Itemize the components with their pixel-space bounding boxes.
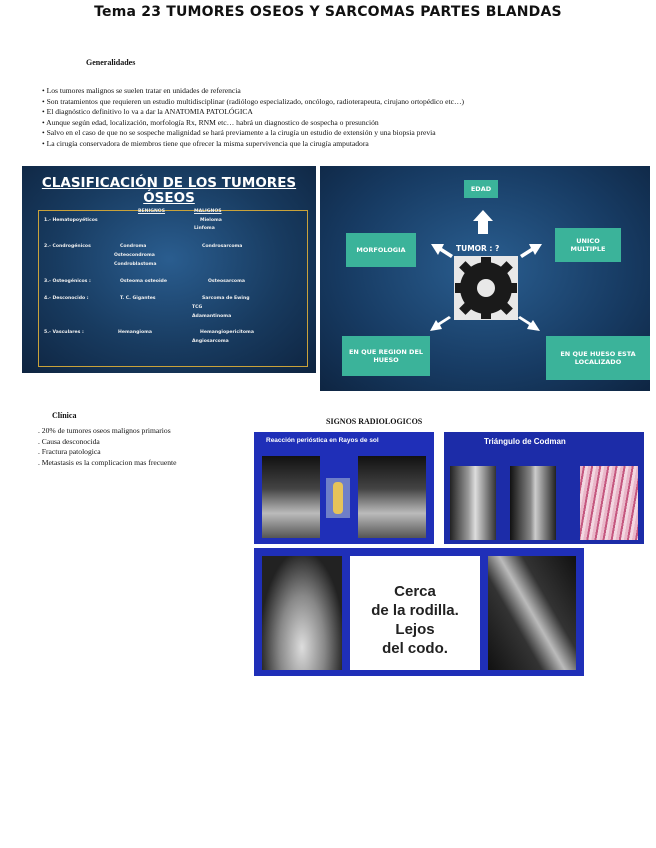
cell-condroblastoma: Condroblastoma [114,262,157,267]
generalidades-list: Los tumores malignos se suelen tratar en… [42,86,602,150]
panel-text-line: Cerca [394,583,436,600]
cell-condroma: Condroma [120,244,147,249]
row-desconocido: 4.- Desconocido : [44,296,89,301]
row-condrogenicos: 2.- Condrogénicos [44,244,91,249]
list-item: Aunque según edad, localización, morfolo… [42,118,602,129]
gear-arrows-diagram [430,210,542,331]
slide-title-line2: ÓSEOS [143,190,195,206]
clinica-list: 20% de tumores oseos malignos primarios … [38,426,177,468]
panel-text-line: de la rodilla. [371,602,459,619]
cell-condrosarcoma: Condrosarcoma [202,244,243,249]
box-hueso-localizado: EN QUE HUESO ESTA LOCALIZADO [546,336,650,380]
list-item: 20% de tumores oseos malignos primarios [38,426,177,437]
row-hematopoyeticos: 1.- Hematopoyéticos [44,218,98,223]
xray-image [262,456,320,538]
slide-title-line1: CLASIFICACIÓN DE LOS TUMORES [41,175,297,191]
xray-image [488,556,576,670]
list-item: Son tratamientos que requieren un estudi… [42,97,602,108]
row-vasculares: 5.- Vasculares : [44,330,84,335]
tumor-label: TUMOR : ? [456,244,500,253]
list-item: La cirugía conservadora de miembros tien… [42,139,602,150]
panel-sunburst-title: Reacción perióstica en Rayos de sol [266,437,379,444]
cell-tc-gigantes: T. C. Gigantes [120,296,156,301]
page-title: Tema 23 TUMORES OSEOS Y SARCOMAS PARTES … [94,4,562,20]
cell-linfoma: Linfoma [194,226,215,231]
classification-slide: CLASIFICACIÓN DE LOS TUMORES ÓSEOS BENIG… [22,166,316,373]
panel-codman: Triángulo de Codman [444,432,644,544]
panel-codman-title: Triángulo de Codman [484,437,566,446]
cell-tcg: TCG [192,305,203,310]
classification-table-frame [38,210,308,367]
panel-text-line: Lejos [395,621,435,638]
cell-osteocondroma: Osteocondroma [114,253,155,258]
list-item: Fractura patologica [38,447,177,458]
cell-hemangioma: Hemangioma [118,330,153,335]
row-osteogenicos: 3.- Osteogénicos : [44,279,91,284]
panel-text-box: Cerca de la rodilla. Lejos del codo. [350,556,480,670]
generalidades-heading: Generalidades [86,58,136,67]
box-morfologia: MORFOLOGIA [346,233,416,267]
signos-heading: SIGNOS RADIOLOGICOS [326,417,423,426]
col-benign-header: BENIGNOS [138,209,166,214]
list-item: El diagnóstico definitivo lo va a dar la… [42,107,602,118]
box-edad: EDAD [464,180,498,198]
xray-image [510,466,556,540]
cell-osteoma-osteoide: Osteoma osteoide [120,279,167,284]
panel-knee-elbow: Cerca de la rodilla. Lejos del codo. [254,548,584,676]
panel-sunburst: Reacción perióstica en Rayos de sol [254,432,434,544]
xray-image [450,466,496,540]
classification-slide-title: CLASIFICACIÓN DE LOS TUMORES ÓSEOS [22,176,316,206]
box-unico-multiple: UNICO MULTIPLE [555,228,621,262]
histology-image [580,466,638,540]
clinica-heading: Clínica [52,411,77,420]
box-region-hueso: EN QUE REGION DEL HUESO [342,336,430,376]
cell-osteosarcoma: Osteosarcoma [208,279,245,284]
xray-image [358,456,426,538]
cell-adamantinoma: Adamantinoma [192,314,232,319]
cell-hemangiopericitoma: Hemangiopericitoma [200,330,254,335]
xray-image [262,556,342,670]
panel-text-line: del codo. [382,640,448,657]
tumor-diagnosis-slide: TUMOR : ? EDAD MORFOLOGIA UNICO MULTIPLE… [320,166,650,391]
list-item: Causa desconocida [38,437,177,448]
gear-icon [454,256,518,320]
cell-sarcoma-ewing: Sarcoma de Ewing [202,296,250,301]
list-item: Salvo en el caso de que no se sospeche m… [42,128,602,139]
cell-angiosarcoma: Angiosarcoma [192,339,229,344]
cell-mieloma: Mieloma [200,218,222,223]
col-malign-header: MALIGNOS [194,209,222,214]
bone-illustration [326,478,350,518]
list-item: Los tumores malignos se suelen tratar en… [42,86,602,97]
list-item: Metastasis es la complicacion mas frecue… [38,458,177,469]
arrow-icons [430,210,542,331]
